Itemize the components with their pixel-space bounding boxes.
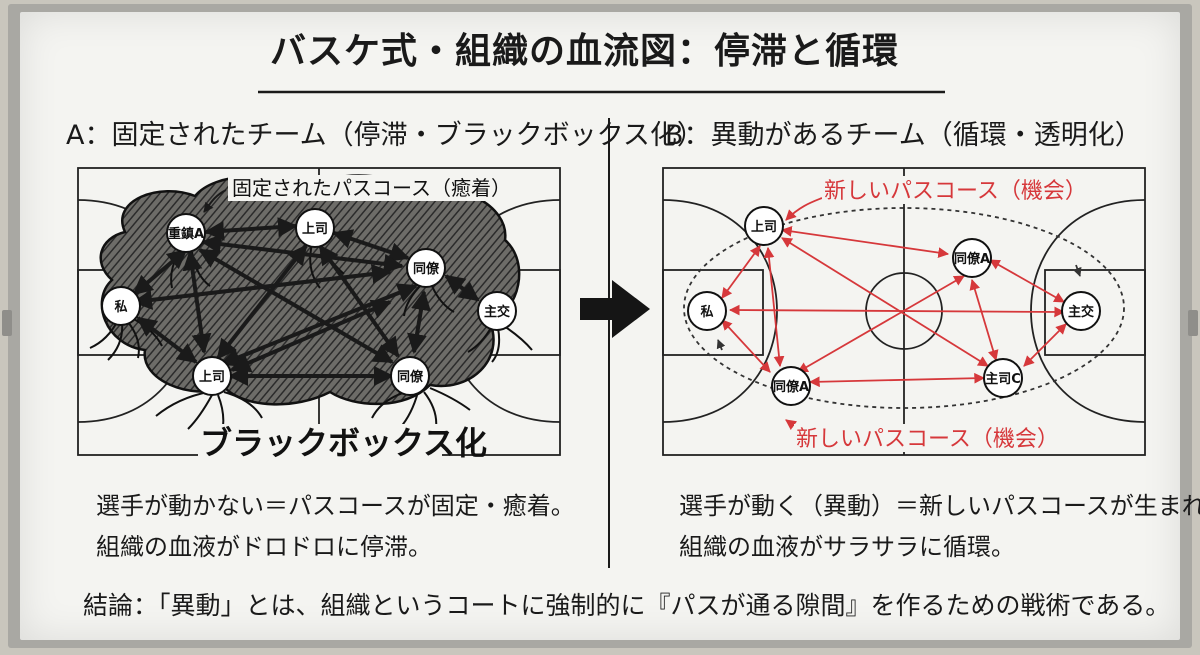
node-a-2-label: 同僚	[413, 261, 440, 277]
node-a-0: 重鎮A	[166, 213, 206, 253]
node-a-6-label: 同僚	[397, 369, 424, 385]
court-a-label: 固定されたパスコース（癒着）	[232, 176, 511, 200]
board-clip-left	[2, 310, 12, 336]
circulation-loop	[683, 207, 1125, 409]
node-a-2: 同僚	[406, 248, 446, 288]
node-a-0-label: 重鎮A	[168, 226, 204, 242]
panel-a-heading: A：固定されたチーム（停滞・ブラックボックス化）	[66, 120, 704, 151]
node-a-4-label: 私	[114, 299, 127, 315]
board-clip-right	[1188, 310, 1198, 336]
top-label-pointer	[785, 197, 823, 221]
node-a-6: 同僚	[390, 356, 430, 396]
panel-b-heading: B：異動があるチーム（循環・透明化）	[665, 120, 1142, 151]
node-b-2-label: 主交	[1068, 304, 1094, 320]
node-a-5: 上司	[192, 356, 232, 396]
blackbox-label-bg	[198, 424, 442, 460]
panel-a-summary-1: 選手が動かない＝パスコースが固定・癒着。	[96, 492, 575, 520]
top-red-label: 新しいパスコース（機会）	[824, 179, 1087, 204]
page-title: バスケ式・組織の血流図：停滞と循環	[270, 31, 900, 72]
panel-b-summary-1: 選手が動く（異動）＝新しいパスコースが生まれる。	[679, 492, 1200, 520]
node-b-4-label: 同僚A	[773, 379, 809, 395]
node-a-4: 私	[101, 286, 141, 326]
node-b-4: 同僚A	[771, 366, 811, 406]
node-b-5: 主司C	[983, 358, 1023, 398]
conclusion: 結論：「異動」とは、組織というコートに強制的に『パスが通る隙間』を作るための戦術…	[83, 591, 1171, 620]
node-a-5-label: 上司	[199, 370, 225, 385]
node-b-5-label: 主司C	[985, 371, 1021, 387]
node-b-3: 私	[687, 291, 727, 331]
court-a-label-pointer	[203, 189, 227, 213]
node-b-1: 同僚A	[952, 238, 992, 278]
fixed-pass-lines	[132, 217, 480, 386]
node-b-0-label: 上司	[751, 220, 777, 235]
node-a-3: 主交	[477, 291, 517, 331]
node-b-3-label: 私	[700, 304, 713, 320]
loop-arrow-2	[716, 339, 726, 351]
node-b-2: 主交	[1061, 291, 1101, 331]
node-b-1-label: 同僚A	[954, 251, 990, 267]
node-b-0: 上司	[744, 206, 784, 246]
loop-arrow-1	[1073, 264, 1082, 277]
new-pass-lines	[721, 226, 1067, 388]
panel-a-summary-2: 組織の血液がドロドロに停滞。	[96, 533, 432, 561]
bottom-label-bg	[794, 424, 1024, 452]
blackbox-label: ブラックボックス化	[200, 424, 487, 462]
node-a-1: 上司	[295, 208, 335, 248]
panel-b-summary-2: 組織の血液がサラサラに循環。	[679, 533, 1015, 561]
node-a-1-label: 上司	[302, 222, 328, 237]
court-a-label-bg	[228, 175, 490, 201]
bottom-red-label: 新しいパスコース（機会）	[796, 427, 1059, 452]
node-a-3-label: 主交	[484, 304, 510, 320]
transition-arrow-icon	[580, 280, 650, 338]
top-label-bg	[822, 176, 1052, 204]
